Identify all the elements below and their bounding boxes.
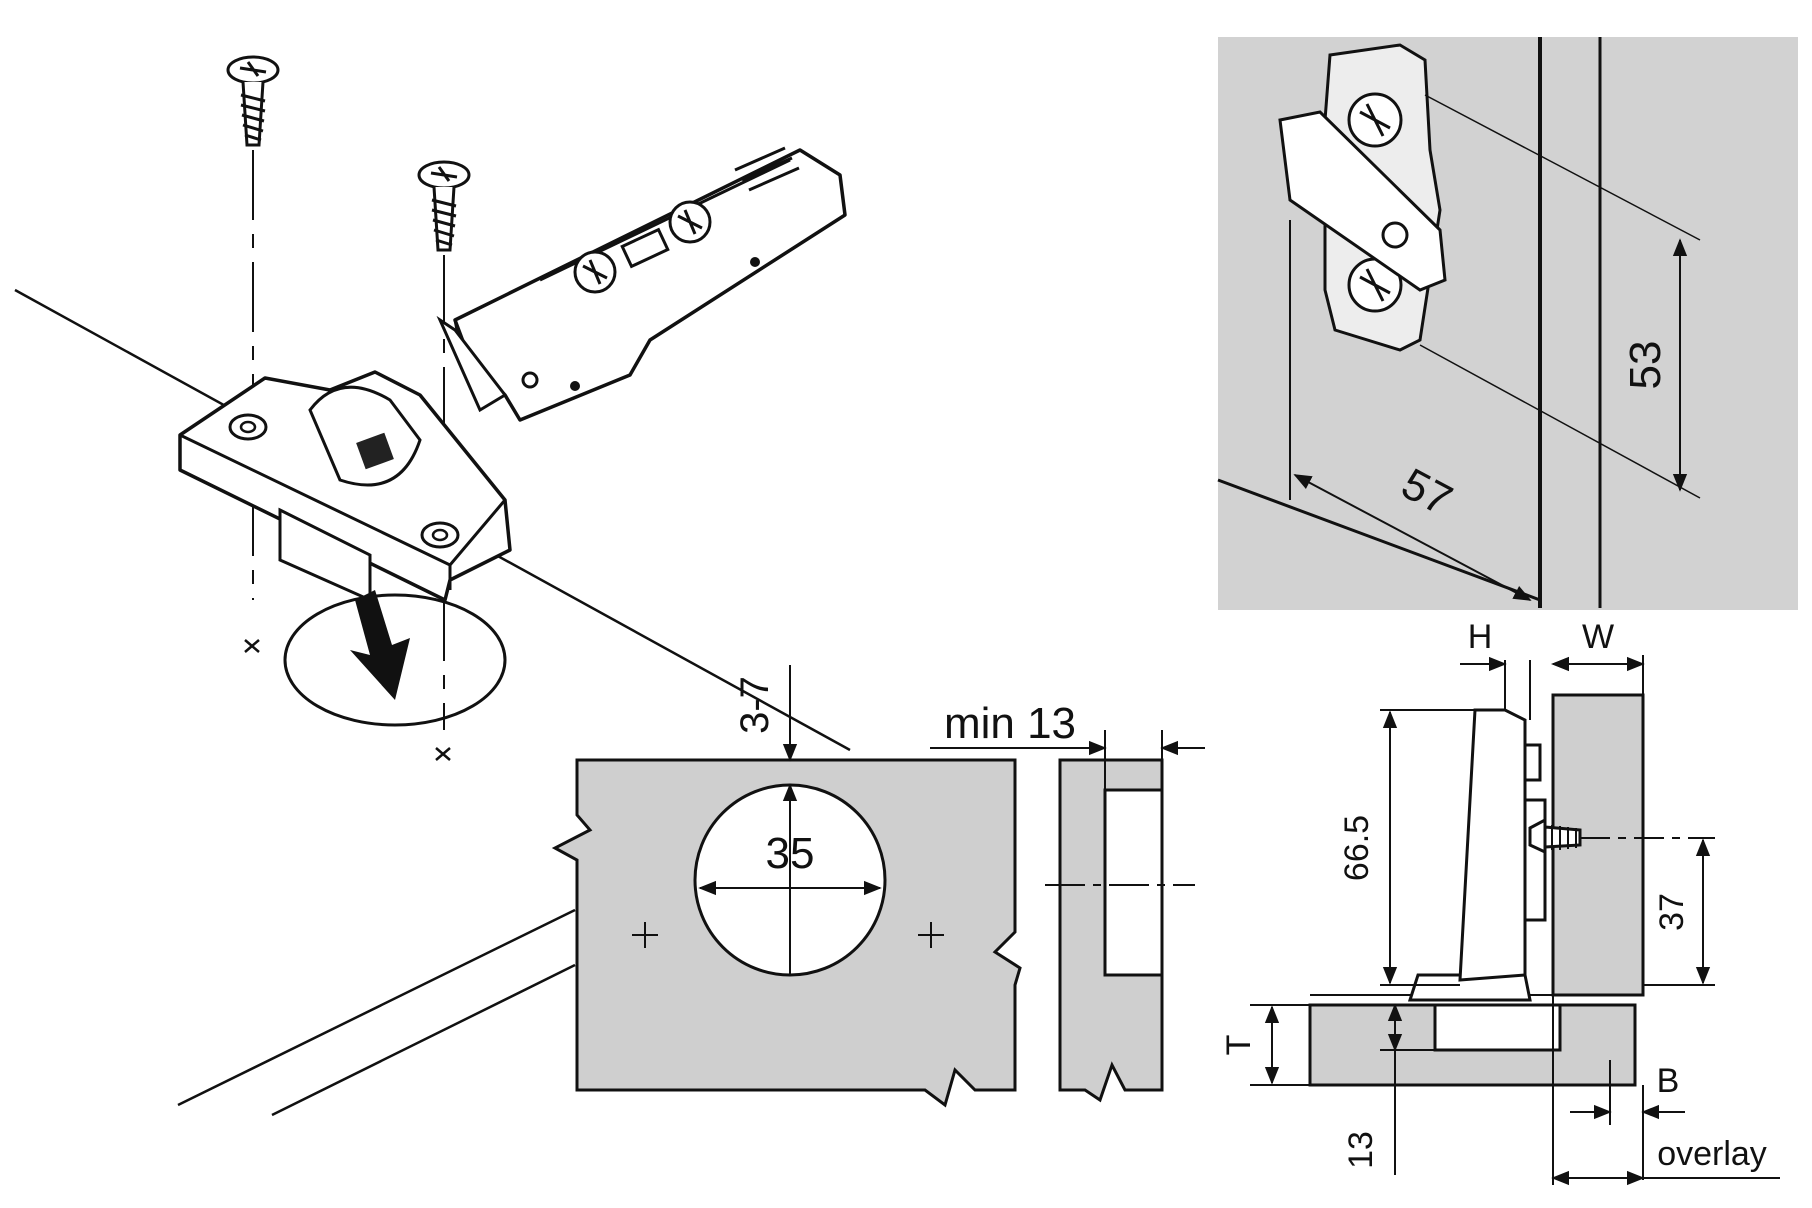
hinge-arm-section: [1458, 708, 1527, 982]
overlay-label: overlay: [1657, 1135, 1767, 1173]
cup-hole-outline: [283, 593, 507, 727]
door-face-line-2: [271, 963, 576, 1117]
dim-t-label: T: [1220, 1035, 1258, 1056]
door-side-section: min 13: [930, 699, 1205, 1103]
insert-arrow-icon: [350, 590, 410, 700]
hinge-cup-flange: [178, 315, 512, 603]
hinge-section-view: H W 66.5 37 T 13 B overla: [1220, 618, 1780, 1186]
screw-icon: [226, 55, 280, 653]
screw-icon: [417, 160, 471, 761]
dim-b-label: B: [1657, 1062, 1680, 1100]
min-thickness-label: min 13: [944, 699, 1076, 748]
hinge-arm: [453, 146, 847, 422]
cup-recess: [1103, 788, 1164, 977]
drilling-pattern-front-view: 35 3-7: [551, 665, 1022, 1108]
screw-offset-label: 37: [1653, 893, 1691, 931]
door-face-line: [177, 908, 576, 1107]
dim-h-label: H: [1468, 618, 1493, 656]
isometric-hinge-illustration: [14, 55, 851, 1117]
hinge-height-label: 66.5: [1338, 815, 1376, 881]
edge-distance-label: 3-7: [733, 676, 777, 734]
mounting-plate-inset: 57 53: [1217, 37, 1798, 610]
cup-depth-label: 13: [1342, 1131, 1380, 1169]
hole-diameter-label: 35: [766, 829, 815, 878]
dim-w-label: W: [1582, 618, 1614, 656]
plate-height-label: 53: [1621, 341, 1670, 390]
